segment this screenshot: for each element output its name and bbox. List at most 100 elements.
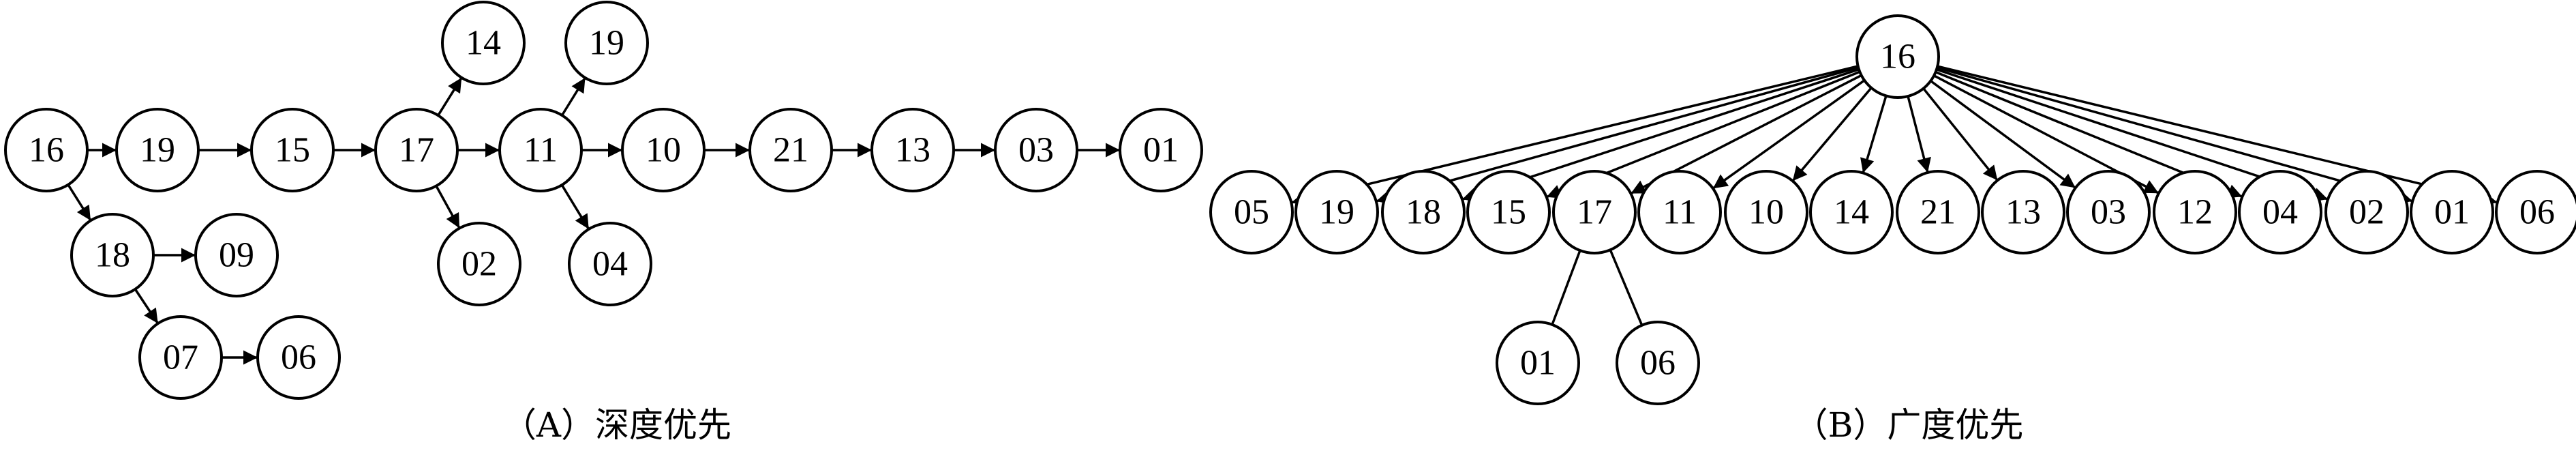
node-label: 13 bbox=[2005, 193, 2041, 232]
edge-16-to-19 bbox=[1376, 66, 1859, 205]
depth-first-caption: （A）深度优先 bbox=[502, 405, 731, 445]
edge-16-to-05 bbox=[1290, 65, 1859, 207]
tree-node: 14 bbox=[441, 1, 526, 85]
node-label: 19 bbox=[140, 131, 175, 170]
edge-16-to-10 bbox=[1791, 87, 1873, 182]
node-circle bbox=[1381, 170, 1466, 254]
node-label: 14 bbox=[1834, 193, 1869, 232]
node-label: 18 bbox=[1406, 193, 1441, 232]
tree-node: 07 bbox=[138, 315, 223, 400]
node-circle bbox=[250, 108, 335, 192]
tree-node: 19 bbox=[115, 108, 200, 192]
edge-11-to-04 bbox=[560, 184, 590, 230]
node-circle bbox=[437, 222, 521, 306]
node-circle bbox=[1552, 170, 1637, 254]
node-label: 21 bbox=[773, 131, 808, 170]
tree-node: 21 bbox=[1896, 170, 1980, 254]
node-label: 01 bbox=[1143, 131, 1179, 170]
node-label: 17 bbox=[399, 131, 434, 170]
depth-first-edges bbox=[67, 76, 1120, 365]
node-label: 06 bbox=[281, 338, 316, 377]
tree-node: 02 bbox=[2324, 170, 2409, 254]
tree-node: 12 bbox=[2153, 170, 2237, 254]
tree-node: 17 bbox=[374, 108, 459, 192]
node-circle bbox=[2238, 170, 2322, 254]
tree-node: 01 bbox=[1496, 321, 1580, 405]
tree-node: 01 bbox=[1119, 108, 1203, 192]
node-label: 06 bbox=[2519, 193, 2555, 232]
node-circle bbox=[568, 222, 652, 306]
edge-17-to-06 bbox=[1609, 249, 1643, 326]
tree-node: 19 bbox=[1294, 170, 1379, 254]
tree-node: 11 bbox=[498, 108, 583, 192]
edge-16-to-14 bbox=[1860, 95, 1888, 174]
edge-16-to-01 bbox=[1937, 66, 2413, 205]
edge-16-to-18 bbox=[67, 184, 92, 222]
node-label: 11 bbox=[1663, 193, 1697, 232]
node-label: 10 bbox=[1748, 193, 1784, 232]
node-label: 14 bbox=[466, 24, 501, 63]
node-label: 03 bbox=[2091, 193, 2126, 232]
edge-16-to-11 bbox=[1712, 79, 1866, 190]
node-label: 13 bbox=[895, 131, 930, 170]
node-circle bbox=[1896, 170, 1980, 254]
node-circle bbox=[2495, 170, 2576, 254]
tree-node: 15 bbox=[1466, 170, 1551, 254]
node-label: 01 bbox=[1520, 344, 1556, 383]
node-circle bbox=[138, 315, 223, 400]
tree-node: 11 bbox=[1637, 170, 1722, 254]
tree-node: 10 bbox=[1724, 170, 1808, 254]
tree-node: 15 bbox=[250, 108, 335, 192]
tree-node: 17 bbox=[1552, 170, 1637, 254]
node-label: 03 bbox=[1018, 131, 1054, 170]
node-circle bbox=[1294, 170, 1379, 254]
node-label: 02 bbox=[461, 245, 497, 284]
tree-node: 16 bbox=[4, 108, 89, 192]
node-circle bbox=[1855, 14, 1940, 99]
node-circle bbox=[1496, 321, 1580, 405]
edge-11-to-19 bbox=[561, 77, 586, 116]
tree-node: 18 bbox=[70, 213, 155, 297]
tree-node: 21 bbox=[748, 108, 833, 192]
node-circle bbox=[256, 315, 341, 400]
node-circle bbox=[1809, 170, 1894, 254]
edge-17-to-01 bbox=[1551, 250, 1581, 325]
node-label: 04 bbox=[2262, 193, 2298, 232]
node-circle bbox=[1616, 321, 1700, 405]
tree-node: 14 bbox=[1809, 170, 1894, 254]
node-circle bbox=[374, 108, 459, 192]
node-circle bbox=[1209, 170, 1294, 254]
tree-node: 02 bbox=[437, 222, 521, 306]
node-circle bbox=[2066, 170, 2151, 254]
node-circle bbox=[1119, 108, 1203, 192]
node-circle bbox=[1466, 170, 1551, 254]
node-label: 19 bbox=[1319, 193, 1354, 232]
node-label: 01 bbox=[2434, 193, 2470, 232]
node-label: 02 bbox=[2349, 193, 2384, 232]
node-label: 16 bbox=[29, 131, 64, 170]
node-circle bbox=[1637, 170, 1722, 254]
node-label: 11 bbox=[524, 131, 558, 170]
edge-17-to-14 bbox=[437, 76, 463, 117]
edge-18-to-07 bbox=[134, 288, 160, 325]
node-label: 16 bbox=[1880, 38, 1915, 76]
tree-node: 18 bbox=[1381, 170, 1466, 254]
tree-node: 03 bbox=[2066, 170, 2151, 254]
tree-node: 19 bbox=[564, 1, 649, 85]
node-label: 05 bbox=[1234, 193, 1269, 232]
node-circle bbox=[441, 1, 526, 85]
node-circle bbox=[621, 108, 706, 192]
node-label: 12 bbox=[2177, 193, 2213, 232]
node-label: 06 bbox=[1640, 344, 1676, 383]
node-circle bbox=[70, 213, 155, 297]
node-circle bbox=[748, 108, 833, 192]
tree-node: 13 bbox=[870, 108, 955, 192]
edge-16-to-13 bbox=[1922, 87, 1999, 181]
node-circle bbox=[994, 108, 1078, 192]
node-circle bbox=[2324, 170, 2409, 254]
node-circle bbox=[1724, 170, 1808, 254]
node-label: 17 bbox=[1577, 193, 1612, 232]
node-label: 09 bbox=[219, 236, 254, 275]
